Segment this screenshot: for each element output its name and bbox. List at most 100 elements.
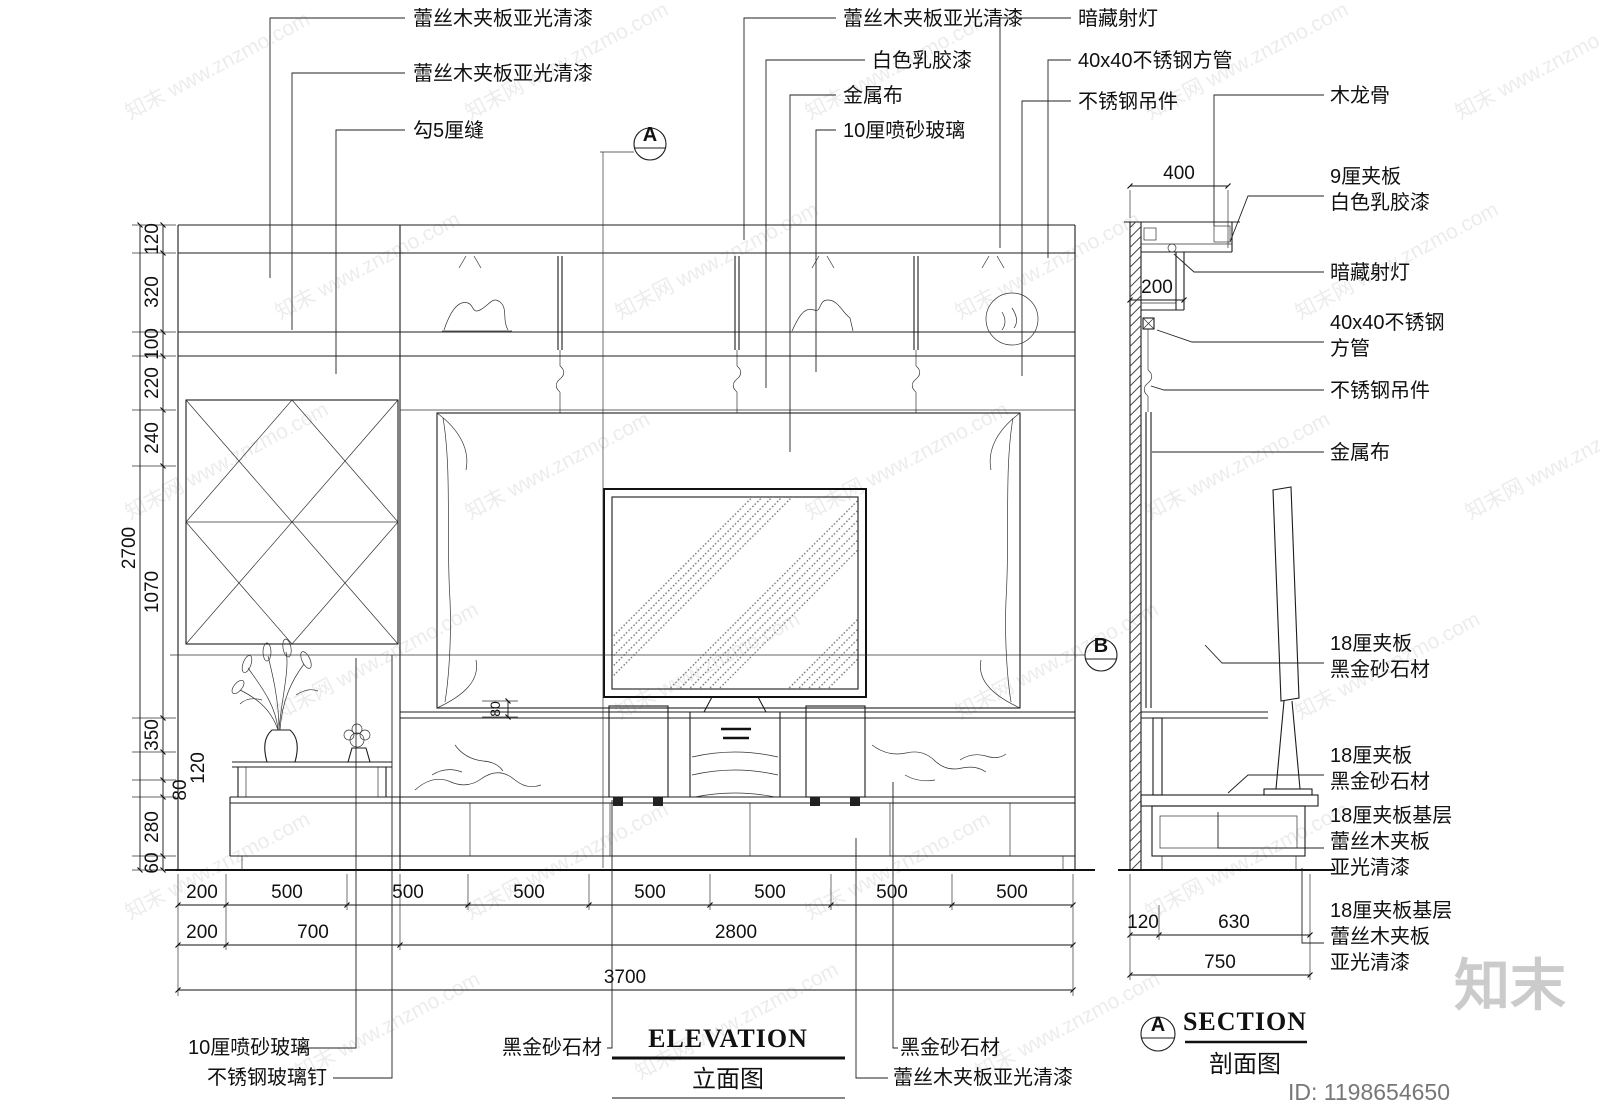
dim-b1-500: 500 [876,882,908,903]
dim-120: 120 [142,223,163,255]
steel-tube-section [1142,317,1155,330]
metal-fabric-section [1145,412,1152,708]
tv-stand [1275,700,1301,790]
callout-label: 18厘夹板基层 [1330,804,1452,827]
dim-320: 320 [142,276,163,308]
section-cut-a: A [600,124,667,868]
watermark-text: 知末 www.znzmo.com [122,8,314,125]
callout-label: 40x40不锈钢方管 [1078,49,1233,72]
plate-face [1001,307,1017,331]
dim-80: 80 [170,779,191,800]
speaker-right [805,705,866,798]
side-table-plants [231,638,392,797]
dim-750: 750 [1204,952,1236,973]
callout-label: 金属布 [843,84,903,107]
cut-marker-circle [1084,638,1118,672]
dim-b2-2800: 2800 [715,922,757,943]
downlight-symbol [1167,243,1177,253]
counter-slab [1140,794,1319,807]
callout-label: 木龙骨 [1330,84,1390,107]
callouts-top: 蕾丝木夹板亚光清漆 蕾丝木夹板亚光清漆 勾5厘缝 蕾丝木夹板亚光清漆 白色乳胶漆… [269,7,1233,452]
stone-vein [904,774,936,782]
dim-b1-500: 500 [392,882,424,903]
callout-label: 蕾丝木夹板亚光清漆 [843,7,1023,30]
downlight-symbol [458,255,482,269]
soffit-downlights [458,255,1005,269]
callout-label: 不锈钢吊件 [1330,379,1430,402]
callout-label: 10厘喷砂玻璃 [843,119,965,142]
tv [603,488,867,713]
callout-label: 蕾丝木夹板 [1330,925,1430,948]
callout-label: 勾5厘缝 [413,119,484,142]
dim-3700: 3700 [604,967,646,988]
dim-100: 100 [142,328,163,360]
callout-label: 黑金砂石材 [900,1036,1000,1059]
callout-label: 方管 [1330,337,1370,360]
callouts-side: 木龙骨 9厘夹板 白色乳胶漆 暗藏射灯 40x40不锈钢 方管 不锈钢吊件 金属… [1150,84,1452,974]
dim-630: 630 [1218,912,1250,933]
watermark-text: 知末 www.znzmo.com [1452,8,1600,125]
stand-shelves [691,751,779,798]
callout-label: 不锈钢玻璃钉 [207,1066,327,1089]
downlight-symbol [981,255,1005,269]
s-hook [555,365,565,393]
dim-220: 220 [142,367,163,399]
callout-label: 40x40不锈钢 [1330,311,1445,334]
callouts-bottom: 10厘喷砂玻璃 不锈钢玻璃钉 黑金砂石材 黑金砂石材 蕾丝木夹板亚光清漆 [188,655,1073,1089]
plant-pot [347,747,371,763]
section-title-marker-a: A [1151,1014,1165,1036]
small-plant [343,723,371,763]
callout-label: 亚光清漆 [1330,856,1410,879]
section-title-cn: 剖面图 [1209,1051,1281,1078]
vase [264,729,298,763]
dim-240: 240 [142,422,163,454]
hanging-rod [911,256,921,413]
hanger-wire [1143,329,1153,412]
s-hook [732,365,742,393]
callout-label: 18厘夹板基层 [1330,899,1452,922]
callout-label: 18厘夹板 [1330,744,1412,767]
stone-vein [454,744,504,772]
callout-label: 白色乳胶漆 [1330,191,1430,214]
dim-280: 280 [142,811,163,843]
cut-marker-b-label: B [1094,635,1108,657]
callout-label: 蕾丝木夹板亚光清漆 [893,1066,1073,1089]
dim-1070: 1070 [142,571,163,613]
callout-label: 9厘夹板 [1330,165,1401,188]
wood-blocking [1213,225,1231,243]
dim-b1-500: 500 [634,882,666,903]
section-dimensions: 400 200 120 630 750 [1127,163,1313,980]
elevation-dimensions: 120 320 100 220 240 1070 2700 350 120 80… [119,222,1076,996]
speaker-foot [653,797,663,806]
stone-vein [431,769,463,776]
title-section: A SECTION 剖面图 [1140,1007,1307,1078]
watermark-text: 知末 www.znzmo.com [802,808,994,925]
watermark-text: 知末网 www.znzmo.com [802,398,1013,525]
watermark-text: 知末网 www.znzmo.com [1462,398,1600,525]
dim-b2-200: 200 [186,922,218,943]
drawing-id: ID: 1198654650 [1288,1079,1450,1105]
watermark-text: 知末网 www.znzmo.com [122,398,333,525]
wall-hatch [1130,222,1141,870]
stone-vein [959,753,1007,761]
dim-b1-500: 500 [754,882,786,903]
dim-b1-500: 500 [271,882,303,903]
speaker-foot [810,797,820,806]
hanging-rod [732,256,742,413]
dim-200: 200 [1141,277,1173,298]
tv-screen [611,496,859,690]
tv-panel [1272,486,1300,702]
diamond-panel [185,399,399,645]
base-cabinet [229,796,1075,870]
section-title-en: SECTION [1183,1007,1307,1036]
dim-350: 350 [142,719,163,751]
callout-label: 白色乳胶漆 [872,49,972,72]
title-elevation: ELEVATION 立面图 [612,1024,845,1099]
s-hook [1143,369,1153,397]
tv-screen-reflection [612,497,858,689]
hanging-rod [555,256,565,413]
flowers [231,638,319,731]
tv-stand-base [1263,788,1313,796]
elevation-title-cn: 立面图 [692,1066,764,1093]
